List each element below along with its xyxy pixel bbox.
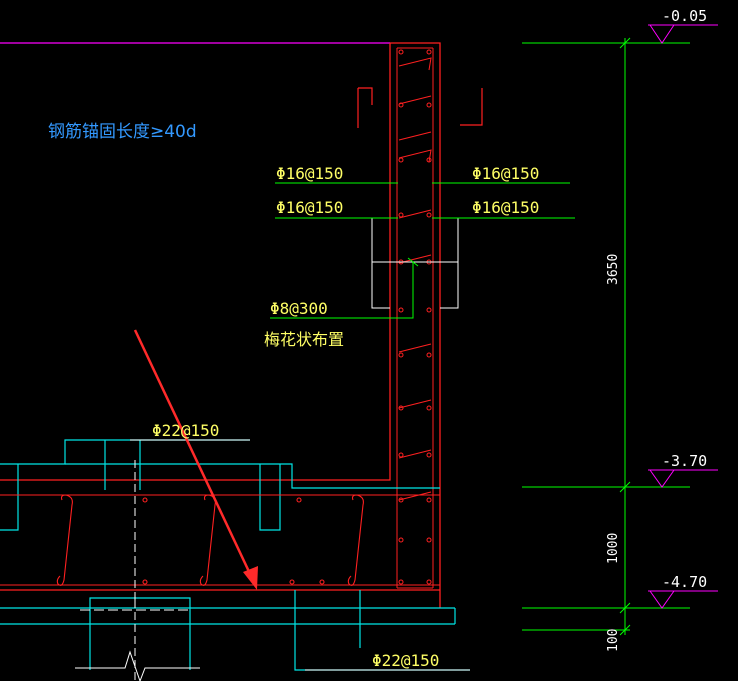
slab-rebars — [0, 494, 440, 586]
elevation-top: -0.05 — [662, 7, 707, 25]
label-tie-note: 梅花状布置 — [264, 330, 344, 349]
break-line — [75, 609, 200, 681]
elevation-bottom: -4.70 — [662, 573, 707, 591]
wall-concrete-outline — [0, 42, 441, 608]
opening-frame — [371, 218, 459, 309]
anchorage-note: 钢筋锚固长度≥40d — [48, 122, 197, 142]
label-bar-lower-left: Φ16@150 — [276, 198, 343, 217]
slab-stirrups — [56, 494, 364, 586]
wall-rebar-dots — [398, 49, 432, 585]
slab-leaders — [130, 439, 470, 671]
label-slab-bottom: Φ22@150 — [372, 651, 439, 670]
slab-concrete — [0, 439, 470, 671]
dimension-slab-thickness: 1000 — [606, 533, 621, 564]
dimension-wall-height: 3650 — [606, 254, 621, 285]
top-anchor-hooks — [357, 87, 483, 128]
pointer-arrow — [133, 329, 258, 590]
label-bar-upper-right: Φ16@150 — [472, 164, 539, 183]
dimension-cushion: 100 — [606, 629, 621, 652]
label-slab-top: Φ22@150 — [152, 421, 219, 440]
label-tie-bar: Φ8@300 — [270, 299, 328, 318]
wall-tie-hooks — [398, 57, 432, 501]
elevation-markers — [648, 24, 718, 609]
leader-lines — [270, 182, 575, 319]
label-bar-lower-right: Φ16@150 — [472, 198, 539, 217]
elevation-middle: -3.70 — [662, 452, 707, 470]
label-bar-upper-left: Φ16@150 — [276, 164, 343, 183]
